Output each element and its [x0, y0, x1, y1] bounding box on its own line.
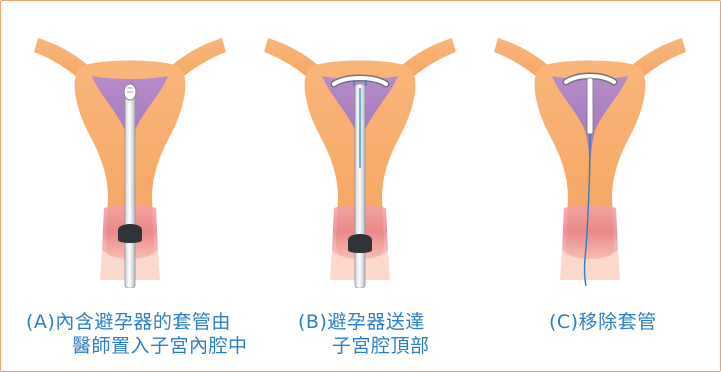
- iud-stem: [587, 78, 593, 134]
- caption-b-line1: (B)避孕器送達: [298, 310, 430, 334]
- insertion-tube: [125, 92, 135, 288]
- caption-a: (A)內含避孕器的套管由 醫師置入子宮內腔中: [26, 310, 248, 358]
- caption-a-line2: 醫師置入子宮內腔中: [26, 334, 248, 358]
- uterus-illustration-a: [20, 18, 240, 288]
- panel-c: [480, 18, 700, 288]
- caption-c-line1: (C)移除套管: [549, 310, 657, 334]
- panel-b: [250, 18, 470, 288]
- panel-a: [20, 18, 240, 288]
- tube-flange: [118, 224, 142, 243]
- uterus-illustration-b: [250, 18, 470, 288]
- caption-b-line2: 子宮腔頂部: [298, 334, 430, 358]
- uterus-illustration-c: [480, 18, 700, 288]
- caption-c: (C)移除套管: [549, 310, 657, 334]
- caption-b: (B)避孕器送達 子宮腔頂部: [298, 310, 430, 358]
- tube-flange: [348, 234, 372, 253]
- caption-a-line1: (A)內含避孕器的套管由: [26, 310, 248, 334]
